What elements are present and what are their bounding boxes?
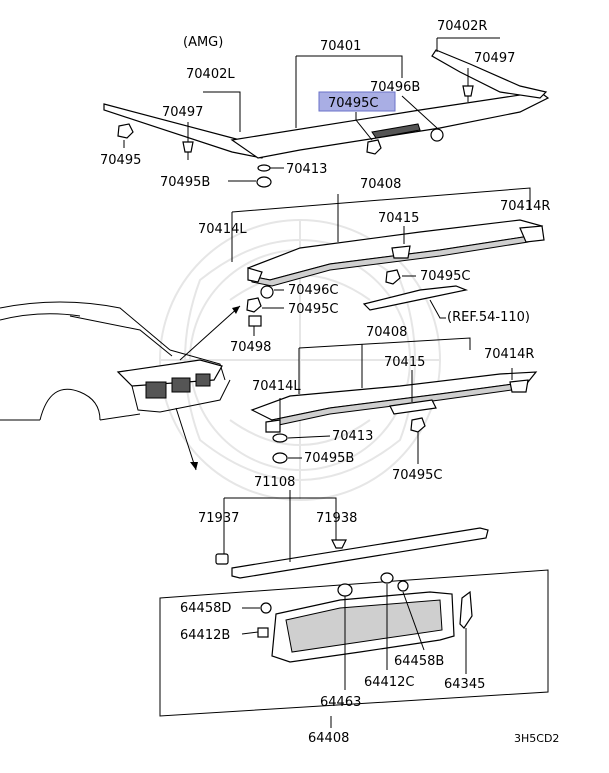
- nut-70495B-b[interactable]: [272, 452, 288, 464]
- clip-64412B[interactable]: [257, 627, 269, 638]
- clip-64412C[interactable]: [380, 572, 394, 584]
- clip-64458D[interactable]: [260, 602, 272, 614]
- bracket-64345[interactable]: [459, 590, 473, 629]
- label-71937[interactable]: 71937: [198, 511, 239, 526]
- label-70402R[interactable]: 70402R: [437, 19, 487, 34]
- bolt-70496B[interactable]: [430, 128, 444, 142]
- fastener-64463[interactable]: [337, 583, 353, 597]
- nut-70495C-top[interactable]: [366, 139, 382, 155]
- clip-71937[interactable]: [215, 553, 229, 565]
- label-70495C-upper[interactable]: 70495C: [420, 269, 470, 284]
- nut-70495C-lower[interactable]: [410, 417, 426, 433]
- label-70408-lower[interactable]: 70408: [366, 325, 407, 340]
- label-70413-a[interactable]: 70413: [286, 162, 327, 177]
- label-64408[interactable]: 64408: [308, 731, 349, 746]
- spoiler-stoplamp: [371, 123, 421, 139]
- label-64412C[interactable]: 64412C: [364, 675, 414, 690]
- label-70413-b[interactable]: 70413: [332, 429, 373, 444]
- clip-70497-left[interactable]: [182, 141, 194, 160]
- label-70495C-lower[interactable]: 70495C: [392, 468, 442, 483]
- label-64345[interactable]: 64345: [444, 677, 485, 692]
- label-70408-upper[interactable]: 70408: [360, 177, 401, 192]
- nut-70495B-a[interactable]: [256, 176, 272, 188]
- washer-70413-b[interactable]: [272, 433, 288, 443]
- bracket-70414L-lower[interactable]: [265, 419, 281, 433]
- bracket-70414R-upper[interactable]: [519, 225, 545, 243]
- label-70497-right[interactable]: 70497: [474, 51, 515, 66]
- highlight-box-70495C[interactable]: [318, 91, 396, 112]
- leader-lines-lower: [279, 337, 513, 464]
- pad-70415-upper[interactable]: [391, 245, 411, 259]
- label-64458D[interactable]: 64458D: [180, 601, 231, 616]
- leader-lines-molding: [223, 490, 337, 562]
- nut-70495[interactable]: [117, 123, 134, 139]
- label-64463[interactable]: 64463: [320, 695, 361, 710]
- label-70415-lower[interactable]: 70415: [384, 355, 425, 370]
- assembly-box-64408: [159, 569, 549, 717]
- spoiler-end-right-70402R[interactable]: [431, 49, 548, 99]
- part-labels: 70402R 70401 70497 70402L 70496B 70495C …: [100, 19, 559, 746]
- label-70498[interactable]: 70498: [230, 340, 271, 355]
- amg-label: (AMG): [183, 35, 223, 50]
- bolt-70496C[interactable]: [260, 285, 274, 299]
- bracket-70414R-lower[interactable]: [509, 379, 529, 393]
- pad-70415-lower[interactable]: [389, 399, 437, 415]
- bracket-70414L-upper[interactable]: [247, 267, 263, 283]
- label-71938[interactable]: 71938: [316, 511, 357, 526]
- car-rear-sketch: [0, 301, 241, 471]
- label-70497-left[interactable]: 70497: [162, 105, 203, 120]
- garnish-64408-inner: [285, 599, 443, 653]
- diagram-code: 3H5CD2: [514, 732, 559, 745]
- clip-71938[interactable]: [331, 539, 347, 549]
- label-70496C[interactable]: 70496C: [288, 283, 338, 298]
- label-70495B-b[interactable]: 70495B: [304, 451, 354, 466]
- leader-lines-upper: [231, 187, 531, 336]
- label-70495C-highlighted[interactable]: 70495C: [328, 96, 378, 111]
- label-70496B[interactable]: 70496B: [370, 80, 420, 95]
- leader-lines-box: [241, 584, 467, 728]
- label-70414R-upper[interactable]: 70414R: [500, 199, 550, 214]
- stoplamp-ref-54-110[interactable]: [362, 285, 469, 311]
- label-70495C-mid[interactable]: 70495C: [288, 302, 338, 317]
- label-70415-upper[interactable]: 70415: [378, 211, 419, 226]
- clip-70497-right[interactable]: [462, 85, 474, 102]
- label-ref-54-110[interactable]: (REF.54-110): [447, 310, 530, 325]
- nut-70495C-upper[interactable]: [385, 269, 401, 285]
- label-70401[interactable]: 70401: [320, 39, 361, 54]
- label-64412B[interactable]: 64412B: [180, 628, 230, 643]
- label-71108[interactable]: 71108: [254, 475, 295, 490]
- label-70414R-lower[interactable]: 70414R: [484, 347, 534, 362]
- grommet-70498[interactable]: [248, 315, 262, 327]
- label-70402L[interactable]: 70402L: [186, 67, 235, 82]
- leader-lines-top: [123, 37, 500, 182]
- nut-70495C-mid[interactable]: [246, 297, 262, 313]
- washer-70413-a[interactable]: [257, 164, 271, 172]
- label-70414L-upper[interactable]: 70414L: [198, 222, 247, 237]
- label-70495B-a[interactable]: 70495B: [160, 175, 210, 190]
- label-70414L-lower[interactable]: 70414L: [252, 379, 301, 394]
- clip-64458B[interactable]: [397, 580, 409, 592]
- molding-71108[interactable]: [231, 527, 489, 579]
- label-64458B[interactable]: 64458B: [394, 654, 444, 669]
- label-70495[interactable]: 70495: [100, 153, 141, 168]
- spoiler-main-70401[interactable]: [230, 91, 550, 159]
